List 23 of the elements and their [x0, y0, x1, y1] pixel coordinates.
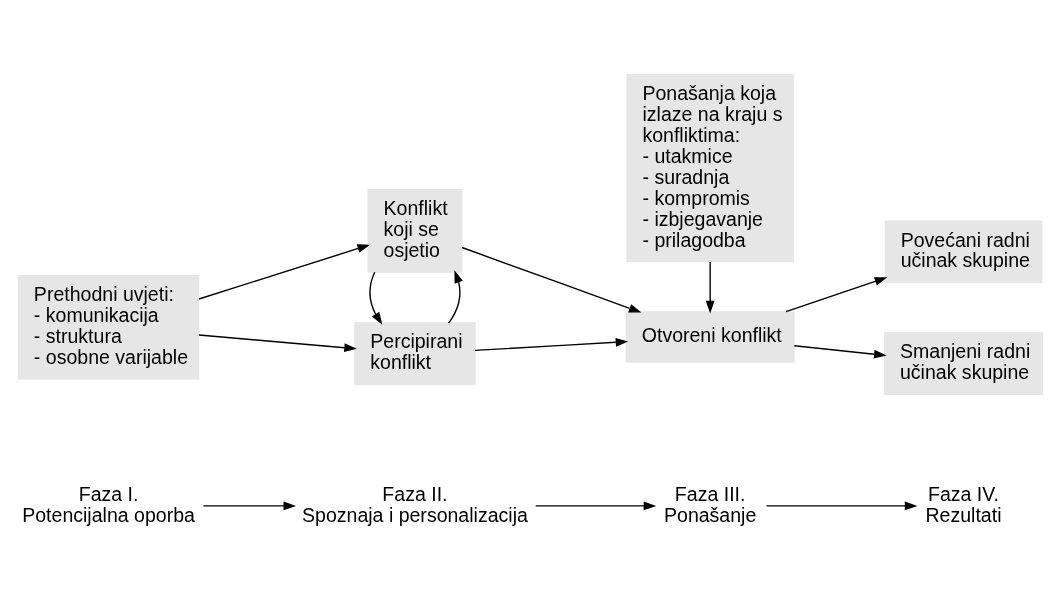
node-text: Faza IV. Rezultati — [925, 482, 1002, 526]
arrow — [474, 337, 629, 351]
node-text: Faza I. Potencijalna oporba — [22, 482, 195, 526]
node-text: Faza II. Spoznaja i personalizacija — [302, 482, 528, 526]
node-box: Prethodni uvjeti: - komunikacija - struktura - osobne varijable — [17, 274, 200, 380]
arrow — [448, 269, 463, 324]
arrow — [461, 246, 642, 313]
node-box: Povećani radni učinak skupine — [884, 219, 1043, 283]
arrow — [535, 501, 657, 510]
arrow — [793, 344, 887, 359]
arrow — [705, 260, 715, 313]
arrow — [369, 271, 383, 325]
arrow — [198, 333, 357, 352]
node-text: Faza III. Ponašanje — [664, 482, 757, 526]
arrow — [785, 276, 888, 312]
node-box: Ponašanja koja izlaze na kraju s konfliktima: - utakmice - suradnja - kompromis - izbjegavanje - prilagodba — [626, 73, 794, 262]
node-box: Percipirani konflikt — [354, 321, 476, 385]
node-box: Konflikt koji se osjetio — [367, 188, 463, 273]
node-box: Smanjeni radni učinak skupine — [883, 331, 1044, 395]
node-box: Otvoreni konflikt — [625, 310, 795, 363]
arrow — [202, 501, 297, 510]
arrow — [198, 243, 371, 300]
arrow — [765, 501, 918, 510]
